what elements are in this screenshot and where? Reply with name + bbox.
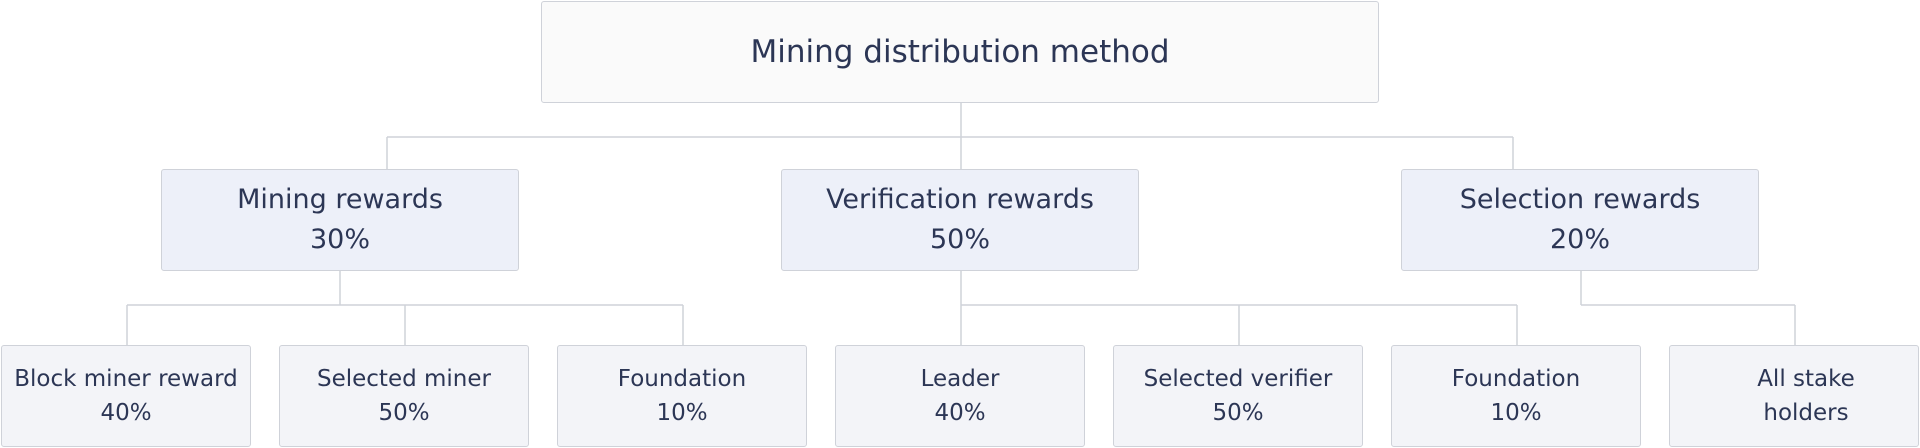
category-name: Selection rewards bbox=[1459, 184, 1701, 215]
category-percent: 50% bbox=[929, 224, 990, 255]
leaf-percent: 50% bbox=[378, 400, 430, 426]
leaf-percent: 50% bbox=[1212, 400, 1264, 426]
leaf-node-foundation-verification: Foundation 10% bbox=[1391, 345, 1641, 447]
leaf-node-leader: Leader 40% bbox=[835, 345, 1085, 447]
category-percent: 20% bbox=[1549, 224, 1610, 255]
category-node-mining-rewards: Mining rewards 30% bbox=[161, 169, 519, 271]
category-node-selection-rewards: Selection rewards 20% bbox=[1401, 169, 1759, 271]
category-percent: 30% bbox=[309, 224, 370, 255]
root-label: Mining distribution method bbox=[750, 34, 1170, 70]
leaf-node-selected-verifier: Selected verifier 50% bbox=[1113, 345, 1363, 447]
leaf-name: Leader bbox=[920, 366, 1000, 392]
leaf-percent: 40% bbox=[100, 400, 152, 426]
leaf-node-foundation-mining: Foundation 10% bbox=[557, 345, 807, 447]
category-name: Mining rewards bbox=[237, 184, 443, 215]
leaf-name: Block miner reward bbox=[14, 366, 238, 392]
leaf-percent: 10% bbox=[656, 400, 708, 426]
leaf-name: Foundation bbox=[1451, 366, 1581, 392]
category-name: Verification rewards bbox=[826, 184, 1094, 215]
leaf-node-selected-miner: Selected miner 50% bbox=[279, 345, 529, 447]
leaf-name: Selected verifier bbox=[1143, 366, 1333, 392]
leaf-percent: 10% bbox=[1490, 400, 1542, 426]
category-node-verification-rewards: Verification rewards 50% bbox=[781, 169, 1139, 271]
leaf-node-all-stake-holders: All stake holders bbox=[1669, 345, 1919, 447]
leaf-name: All stake holders bbox=[1757, 366, 1855, 426]
leaf-name: Foundation bbox=[617, 366, 747, 392]
leaf-percent: 40% bbox=[934, 400, 986, 426]
leaf-node-block-miner-reward: Block miner reward 40% bbox=[1, 345, 251, 447]
root-node: Mining distribution method bbox=[541, 1, 1379, 103]
leaf-name: Selected miner bbox=[317, 366, 491, 392]
